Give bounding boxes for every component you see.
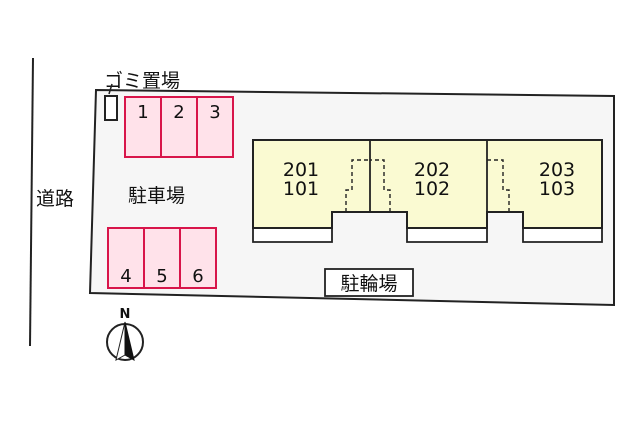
parking-space-number: 6 [192,266,203,287]
road-edge-line [29,57,34,347]
stair-outline-dashed [370,159,391,212]
unit-number-lower: 101 [283,178,319,200]
garbage-area-label: ゴミ置場 [104,70,180,92]
bicycle-parking-label: 駐輪場 [340,273,397,295]
parking-space [196,96,234,158]
parking-space [179,227,217,289]
stair-outline-dashed [345,159,370,212]
garbage-bin-icon [104,95,118,121]
unit-number-upper: 203 [539,159,575,181]
parking-space-number: 1 [137,102,148,123]
north-compass-icon: N [106,307,144,361]
parking-label: 駐車場 [128,185,185,207]
parking-space-number: 5 [156,266,167,287]
parking-space [160,96,198,158]
unit-number-upper: 201 [283,159,319,181]
parking-row-bottom: 4 5 6 [107,227,217,289]
unit-number-lower: 102 [414,178,450,200]
bicycle-parking-box [324,268,414,297]
unit-number-lower: 103 [539,178,575,200]
parking-row-top: 1 2 3 [124,96,234,158]
parking-space-number: 2 [173,102,184,123]
apartment-building: 201 101 202 102 203 103 [252,139,603,243]
unit-number-upper: 202 [414,159,450,181]
parking-space [124,96,162,158]
garbage-leader-line [108,83,113,95]
compass-north-label: N [120,307,131,322]
road-label: 道路 [36,188,74,210]
parking-space-number: 3 [209,102,220,123]
stair-outline-dashed [487,159,510,212]
parking-space-number: 4 [120,266,131,287]
building-body [252,139,603,229]
